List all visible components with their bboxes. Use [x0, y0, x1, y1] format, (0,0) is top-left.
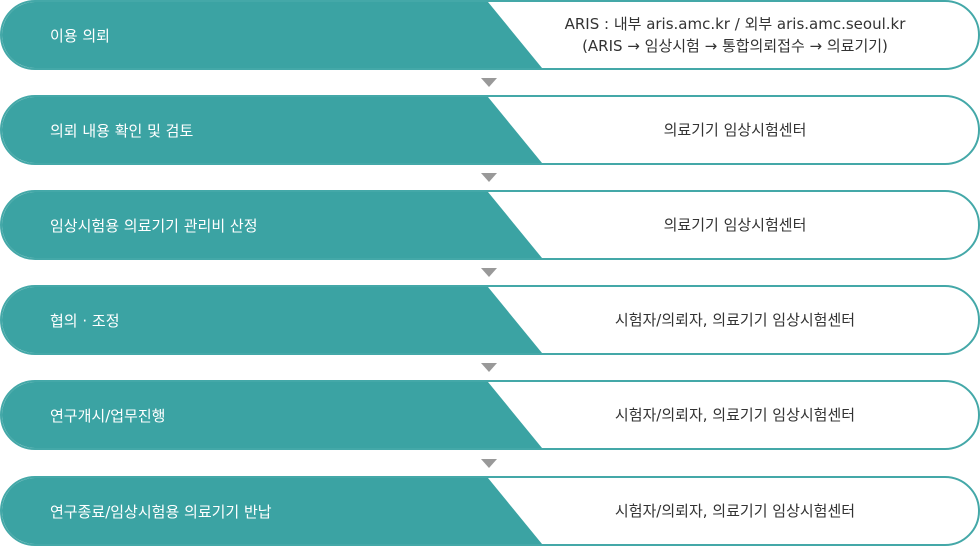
step-label-panel [2, 2, 542, 68]
flow-step-2: 의뢰 내용 확인 및 검토 의료기기 임상시험센터 [0, 95, 980, 165]
step-description: ARIS : 내부 aris.amc.kr / 외부 aris.amc.seou… [522, 2, 948, 68]
step-label: 이용 의뢰 [50, 26, 110, 45]
step-description-line: 의료기기 임상시험센터 [663, 216, 807, 234]
flow-step-6: 연구종료/임상시험용 의료기기 반납 시험자/의뢰자, 의료기기 임상시험센터 [0, 476, 980, 546]
down-arrow-icon [481, 459, 497, 468]
step-label-panel [2, 192, 542, 258]
step-description: 의료기기 임상시험센터 [522, 97, 948, 163]
flow-step-5: 연구개시/업무진행 시험자/의뢰자, 의료기기 임상시험센터 [0, 380, 980, 450]
step-description-line: ARIS : 내부 aris.amc.kr / 외부 aris.amc.seou… [564, 15, 906, 33]
step-label: 의뢰 내용 확인 및 검토 [50, 121, 194, 140]
step-label-panel [2, 382, 542, 448]
step-description-line: 시험자/의뢰자, 의료기기 임상시험센터 [614, 311, 856, 329]
step-label: 협의 · 조정 [50, 311, 120, 330]
flow-step-3: 임상시험용 의료기기 관리비 산정 의료기기 임상시험센터 [0, 190, 980, 260]
down-arrow-icon [481, 363, 497, 372]
step-description-line: 시험자/의뢰자, 의료기기 임상시험센터 [614, 406, 856, 424]
down-arrow-icon [481, 268, 497, 277]
step-label: 임상시험용 의료기기 관리비 산정 [50, 216, 258, 235]
flow-step-1: 이용 의뢰 ARIS : 내부 aris.amc.kr / 외부 aris.amc… [0, 0, 980, 70]
flow-step-4: 협의 · 조정 시험자/의뢰자, 의료기기 임상시험센터 [0, 285, 980, 355]
down-arrow-icon [481, 78, 497, 87]
step-description: 의료기기 임상시험센터 [522, 192, 948, 258]
step-description-line: 시험자/의뢰자, 의료기기 임상시험센터 [614, 502, 856, 520]
step-label-panel [2, 287, 542, 353]
down-arrow-icon [481, 173, 497, 182]
step-label-panel [2, 478, 542, 544]
step-description: 시험자/의뢰자, 의료기기 임상시험센터 [522, 382, 948, 448]
step-description: 시험자/의뢰자, 의료기기 임상시험센터 [522, 287, 948, 353]
step-label-panel [2, 97, 542, 163]
step-description-line: (ARIS → 임상시험 → 통합의뢰접수 → 의료기기) [582, 37, 888, 55]
step-label: 연구종료/임상시험용 의료기기 반납 [50, 502, 272, 521]
step-label: 연구개시/업무진행 [50, 406, 166, 425]
step-description: 시험자/의뢰자, 의료기기 임상시험센터 [522, 478, 948, 544]
step-description-line: 의료기기 임상시험센터 [663, 121, 807, 139]
